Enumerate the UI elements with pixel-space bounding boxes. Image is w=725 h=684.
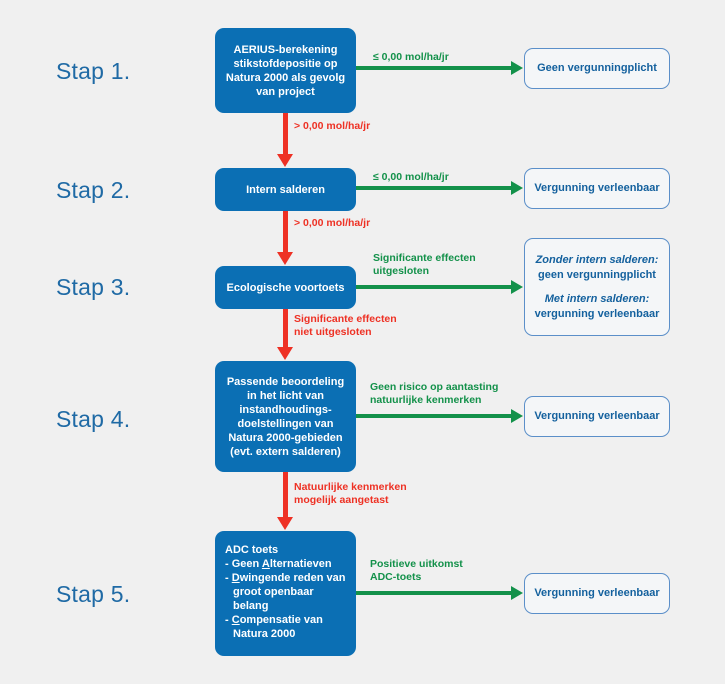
step-label-5: Stap 5. xyxy=(56,581,131,607)
adc-bullet-rest: wingende reden van xyxy=(239,572,346,584)
line: Geen vergunningplicht xyxy=(537,62,657,74)
process-box-intern-salderen[interactable]: Intern salderen xyxy=(215,168,356,211)
line: ≤ 0,00 mol/ha/jr xyxy=(373,171,449,183)
outcome-box-vergunning-verleenbaar-2[interactable]: Vergunning verleenbaar xyxy=(524,168,670,209)
line: niet uitgesloten xyxy=(294,326,372,338)
green-label-step5: Positieve uitkomst ADC-toets xyxy=(370,558,463,584)
adc-bullet-underline: A xyxy=(261,558,270,570)
line: instandhoudings- xyxy=(239,403,332,416)
line: Zonder intern salderen: xyxy=(535,253,659,266)
red-label-step4-to-5: Natuurlijke kenmerken mogelijk aangetast xyxy=(294,481,407,507)
outcome-text: Zonder intern salderen: geen vergunningp… xyxy=(535,253,660,322)
red-label-step2-to-3: > 0,00 mol/ha/jr xyxy=(294,217,370,230)
green-arrow-step5 xyxy=(356,586,523,600)
line: ADC-toets xyxy=(370,571,422,583)
process-box-aerius-berekening-text: AERIUS-berekening stikstofdepositie op N… xyxy=(226,43,345,99)
line: Natuurlijke kenmerken xyxy=(294,481,407,493)
line: uitgesloten xyxy=(373,265,430,277)
red-label-step1-to-2: > 0,00 mol/ha/jr xyxy=(294,120,370,133)
green-label-step3: Significante effecten uitgesloten xyxy=(373,252,476,278)
green-label-step4: Geen risico op aantasting natuurlijke ke… xyxy=(370,381,498,407)
line-spacer xyxy=(535,283,660,292)
line: ≤ 0,00 mol/ha/jr xyxy=(373,51,449,63)
red-label-step3-to-4: Significante effecten niet uitgesloten xyxy=(294,313,397,339)
line: Significante effecten xyxy=(294,313,397,325)
red-arrow-step1-to-2 xyxy=(277,113,293,167)
green-arrow-step1 xyxy=(356,61,523,75)
adc-bullet-cont: groot openbaar xyxy=(233,586,314,598)
green-arrow-step3 xyxy=(356,280,523,294)
line: Met intern salderen: xyxy=(544,292,650,305)
green-label-step1: ≤ 0,00 mol/ha/jr xyxy=(373,51,449,64)
line: Vergunning verleenbaar xyxy=(534,587,660,599)
red-arrow-step4-to-5 xyxy=(277,472,293,530)
green-arrow-step2 xyxy=(356,181,523,195)
adc-bullet-compensatie: - Compensatie van xyxy=(225,613,345,627)
outcome-text: Vergunning verleenbaar xyxy=(534,586,659,601)
step-label-1: Stap 1. xyxy=(56,58,131,84)
adc-bullet-underline: D xyxy=(231,572,240,584)
adc-bullet-cont: belang xyxy=(233,600,269,612)
process-box-intern-salderen-text: Intern salderen xyxy=(246,183,325,197)
line: vergunning verleenbaar xyxy=(534,307,660,320)
process-box-ecologische-voortoets-text: Ecologische voortoets xyxy=(227,281,345,295)
adc-bullet-cont: Natura 2000 xyxy=(233,628,296,640)
line: natuurlijke kenmerken xyxy=(370,394,482,406)
outcome-text: Geen vergunningplicht xyxy=(537,61,657,76)
process-box-adc-toets[interactable]: ADC toets - Geen Alternatieven - Dwingen… xyxy=(215,531,356,656)
line: Natura 2000-gebieden xyxy=(228,431,343,444)
process-box-adc-toets-text: ADC toets - Geen Alternatieven - Dwingen… xyxy=(225,543,345,641)
line: Positieve uitkomst xyxy=(370,558,463,570)
line: stikstofdepositie op xyxy=(233,57,338,70)
line: doelstellingen van xyxy=(237,417,334,430)
process-box-passende-beoordeling-text: Passende beoordeling in het licht van in… xyxy=(227,375,344,459)
adc-bullet-alternatieven: - Geen Alternatieven xyxy=(225,557,345,571)
adc-bullet-prefix: - Geen xyxy=(225,558,262,570)
adc-bullet-underline: C xyxy=(231,614,240,626)
line: > 0,00 mol/ha/jr xyxy=(294,120,371,132)
adc-bullet-prefix: - xyxy=(225,572,232,584)
step-label-4: Stap 4. xyxy=(56,406,131,432)
line: Geen risico op aantasting xyxy=(370,381,499,393)
line: Passende beoordeling xyxy=(226,375,345,388)
step-label-2: Stap 2. xyxy=(56,177,131,203)
line: Vergunning verleenbaar xyxy=(534,410,660,422)
line: (evt. extern salderen) xyxy=(230,445,341,458)
outcome-text: Vergunning verleenbaar xyxy=(534,181,659,196)
line: Vergunning verleenbaar xyxy=(534,182,660,194)
line: mogelijk aangetast xyxy=(294,494,389,506)
red-arrow-step2-to-3 xyxy=(277,211,293,265)
green-arrow-step4 xyxy=(356,409,523,423)
line: Natura 2000 als gevolg xyxy=(225,71,346,84)
adc-title: ADC toets xyxy=(225,544,279,556)
outcome-box-geen-vergunningplicht[interactable]: Geen vergunningplicht xyxy=(524,48,670,89)
adc-bullet-dwingende: - Dwingende reden van xyxy=(225,571,345,585)
process-box-passende-beoordeling[interactable]: Passende beoordeling in het licht van in… xyxy=(215,361,356,472)
process-box-ecologische-voortoets[interactable]: Ecologische voortoets xyxy=(215,266,356,309)
outcome-text: Vergunning verleenbaar xyxy=(534,409,659,424)
line: > 0,00 mol/ha/jr xyxy=(294,217,371,229)
adc-bullet-rest: ompensatie van xyxy=(239,614,323,626)
green-label-step2: ≤ 0,00 mol/ha/jr xyxy=(373,171,449,184)
line: AERIUS-berekening xyxy=(233,43,338,56)
adc-bullet-rest: lternatieven xyxy=(269,558,332,570)
step-label-3: Stap 3. xyxy=(56,274,131,300)
outcome-box-vergunning-verleenbaar-5[interactable]: Vergunning verleenbaar xyxy=(524,573,670,614)
red-arrow-step3-to-4 xyxy=(277,309,293,360)
line: Intern salderen xyxy=(246,183,325,196)
line: geen vergunningplicht xyxy=(538,268,656,281)
process-box-aerius-berekening[interactable]: AERIUS-berekening stikstofdepositie op N… xyxy=(215,28,356,113)
outcome-box-vergunning-verleenbaar-4[interactable]: Vergunning verleenbaar xyxy=(524,396,670,437)
line: van project xyxy=(256,85,315,98)
line: Significante effecten xyxy=(373,252,476,264)
line: in het licht van xyxy=(246,389,324,402)
line: Ecologische voortoets xyxy=(226,281,345,294)
adc-bullet-prefix: - xyxy=(225,614,232,626)
outcome-box-intern-salderen-uitkomst[interactable]: Zonder intern salderen: geen vergunningp… xyxy=(524,238,670,336)
